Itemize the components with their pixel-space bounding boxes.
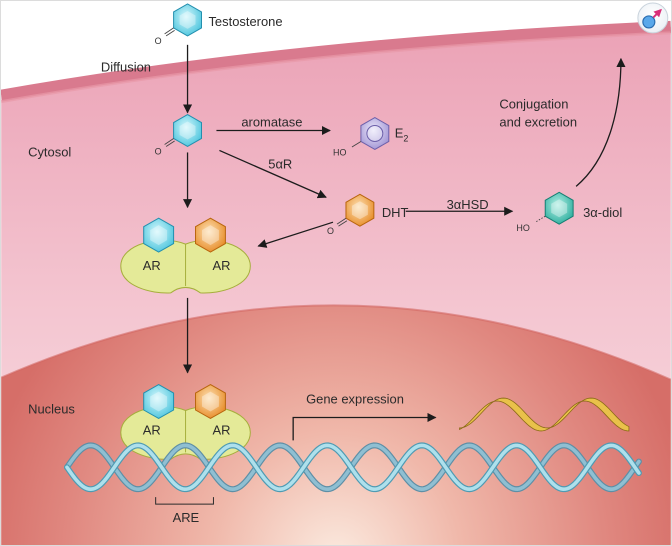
are-bracket <box>155 497 214 505</box>
oxygen-label: O <box>155 36 162 46</box>
estradiol-subscript: 2 <box>403 133 408 143</box>
dht-bound-molecule <box>195 384 226 420</box>
ar-label: AR <box>143 422 161 437</box>
testosterone-label: Testosterone <box>208 14 282 29</box>
estradiol-main: E <box>395 125 404 140</box>
conjugation-label-line-1: Conjugation <box>499 97 568 112</box>
aromatase-label: aromatase <box>241 115 302 130</box>
dna-double-helix <box>64 442 642 493</box>
cell-membrane-inner <box>1 31 671 104</box>
five-alpha-reductase-label: 5αR <box>268 156 292 171</box>
mrna-ribbon <box>459 397 630 432</box>
ar-label: AR <box>143 258 161 273</box>
hydroxyl-label: HO <box>516 223 529 233</box>
testosterone-bound-molecule <box>143 217 175 253</box>
mrna-strand <box>459 397 630 432</box>
excretion-arrow <box>575 57 626 187</box>
testosterone-molecule: O <box>155 3 202 46</box>
dht-molecule: O <box>327 193 375 236</box>
nucleus-label: Nucleus <box>28 401 75 416</box>
dht-bound-molecule <box>195 217 226 253</box>
cell-membrane <box>1 20 671 102</box>
gene-expression-label: Gene expression <box>306 392 404 407</box>
hydroxyl-label: HO <box>333 147 346 157</box>
cytosol-label: Cytosol <box>28 144 71 159</box>
estradiol-label: E2 <box>395 125 409 143</box>
five-alpha-reductase-arrow <box>219 149 327 199</box>
dna-strand-a <box>65 443 641 492</box>
oxygen-label: O <box>327 226 334 236</box>
ar-label: AR <box>212 422 230 437</box>
dht-to-ar-arrow <box>257 221 334 248</box>
diffusion-label: Diffusion <box>101 60 151 75</box>
androgen-receptor-nucleus: AR AR <box>120 384 251 460</box>
conjugation-label-line-2: and excretion <box>499 115 577 130</box>
oxygen-label: O <box>155 146 162 156</box>
androgen-receptor-cytosol: AR AR <box>120 217 251 294</box>
gene-expression-arrow <box>292 412 437 441</box>
ar-label: AR <box>212 258 230 273</box>
male-symbol-icon <box>637 2 669 34</box>
three-alpha-diol-label: 3α-diol <box>583 205 622 220</box>
testosterone-cytosol-molecule: O <box>155 114 202 156</box>
estradiol-molecule: HO <box>333 116 390 157</box>
are-label: ARE <box>173 510 200 525</box>
testosterone-bound-molecule <box>143 384 175 420</box>
three-alpha-diol-molecule: HO <box>516 191 574 233</box>
three-alpha-hsd-label: 3αHSD <box>447 197 489 212</box>
nuclear-envelope <box>1 304 671 381</box>
dht-label: DHT <box>382 205 409 220</box>
